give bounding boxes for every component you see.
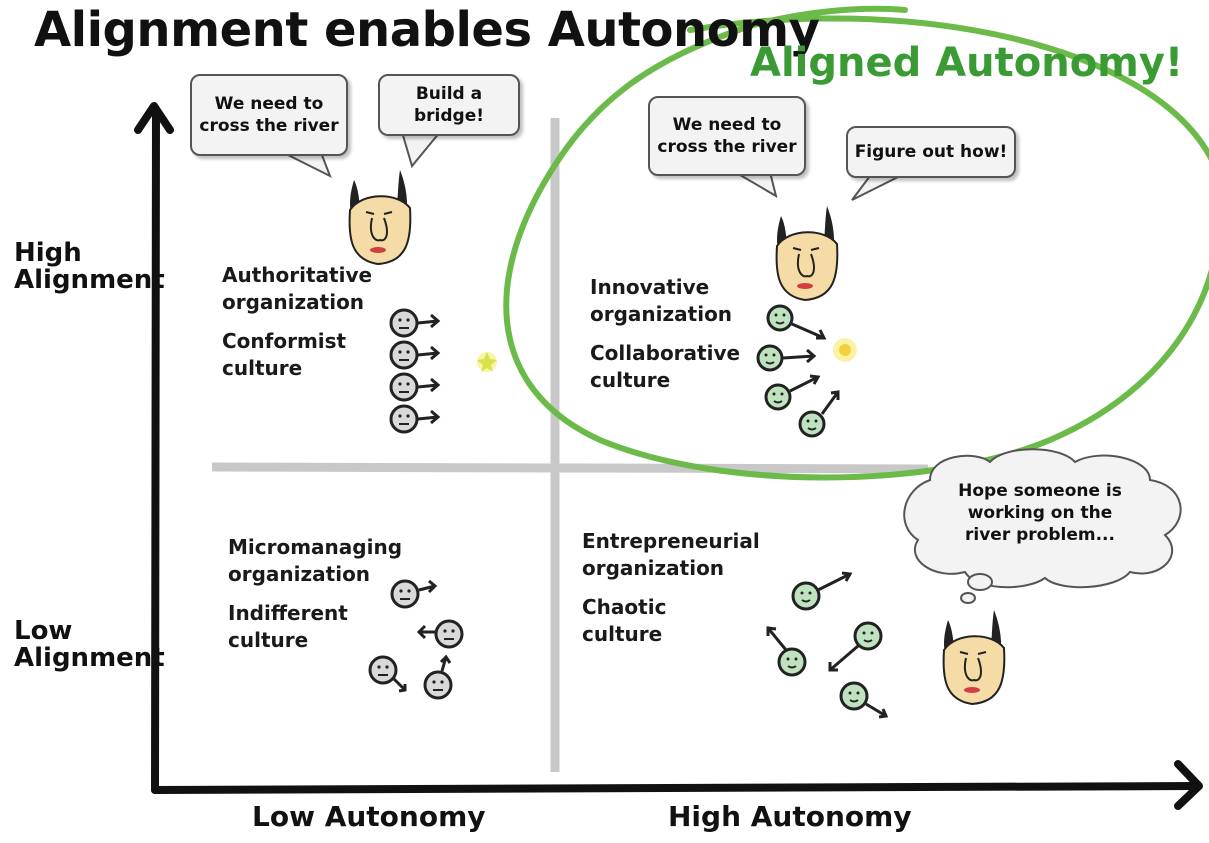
culture-label: Indifferent culture xyxy=(228,601,348,652)
culture-label: Collaborative culture xyxy=(590,341,741,392)
thought-cloud-text: Hope someone is working on the river pro… xyxy=(958,481,1122,546)
x-axis xyxy=(151,782,1199,794)
x-axis-arrowhead xyxy=(1174,760,1203,810)
worker-face-icon xyxy=(368,655,407,693)
culture-label: Conformist culture xyxy=(222,329,347,380)
x-label-high: High Autonomy xyxy=(668,800,912,833)
grid-horizontal xyxy=(211,462,929,474)
worker-face-icon xyxy=(389,404,441,434)
worker-group-chaotic xyxy=(766,571,889,719)
goal-star-icon xyxy=(477,352,497,372)
org-label: Entrepreneurial organization xyxy=(582,529,760,580)
speech-bubble-top-left-bridge: Build a bridge! xyxy=(378,74,520,136)
worker-face-icon xyxy=(798,390,840,438)
worker-face-icon xyxy=(839,681,889,719)
speech-bubble-top-left-boss: We need to cross the river xyxy=(190,74,348,156)
worker-face-icon xyxy=(791,571,853,611)
goal-star-icon xyxy=(833,338,857,362)
org-label: Micromanaging organization xyxy=(228,535,403,586)
worker-face-icon xyxy=(756,344,817,372)
org-label: Authoritative organization xyxy=(222,263,373,314)
worker-group-indifferent xyxy=(368,579,464,700)
worker-group-collaborative xyxy=(756,304,857,438)
speech-bubble-top-right-boss: We need to cross the river xyxy=(648,96,806,176)
y-axis-arrowhead xyxy=(134,102,174,134)
quadrant-top-right-text: Innovative organization Collaborative cu… xyxy=(590,274,740,394)
y-label-low: Low Alignment xyxy=(14,616,165,674)
worker-face-icon xyxy=(764,374,821,411)
worker-face-icon xyxy=(389,372,441,402)
worker-group-conformist xyxy=(389,308,497,434)
boss-face-icon xyxy=(775,206,839,302)
worker-face-icon xyxy=(766,626,807,677)
worker-face-icon xyxy=(766,304,827,340)
worker-face-icon xyxy=(390,579,438,609)
worker-face-icon xyxy=(416,619,464,649)
speech-bubble-tail xyxy=(400,131,443,169)
worker-face-icon xyxy=(389,340,441,370)
thought-cloud-icon xyxy=(903,448,1182,604)
aligned-autonomy-ellipse xyxy=(503,5,1209,481)
page-title: Alignment enables Autonomy xyxy=(34,2,820,58)
boss-face-icon xyxy=(348,170,412,266)
x-label-low: Low Autonomy xyxy=(252,800,486,833)
speech-bubble-tail xyxy=(851,175,901,201)
quadrant-bottom-right-text: Entrepreneurial organization Chaotic cul… xyxy=(582,528,760,648)
worker-face-icon xyxy=(423,654,453,700)
quadrant-top-left-text: Authoritative organization Conformist cu… xyxy=(222,262,372,382)
culture-label: Chaotic culture xyxy=(582,595,667,646)
boss-face-icon xyxy=(942,610,1006,706)
y-label-high: High Alignment xyxy=(14,238,165,296)
org-label: Innovative organization xyxy=(590,275,733,326)
worker-face-icon xyxy=(828,621,883,672)
speech-bubble-top-right-figure: Figure out how! xyxy=(846,126,1016,178)
quadrant-bottom-left-text: Micromanaging organization Indifferent c… xyxy=(228,534,402,654)
aligned-autonomy-label: Aligned Autonomy! xyxy=(750,40,1184,86)
worker-face-icon xyxy=(389,308,441,338)
y-axis xyxy=(151,108,160,794)
